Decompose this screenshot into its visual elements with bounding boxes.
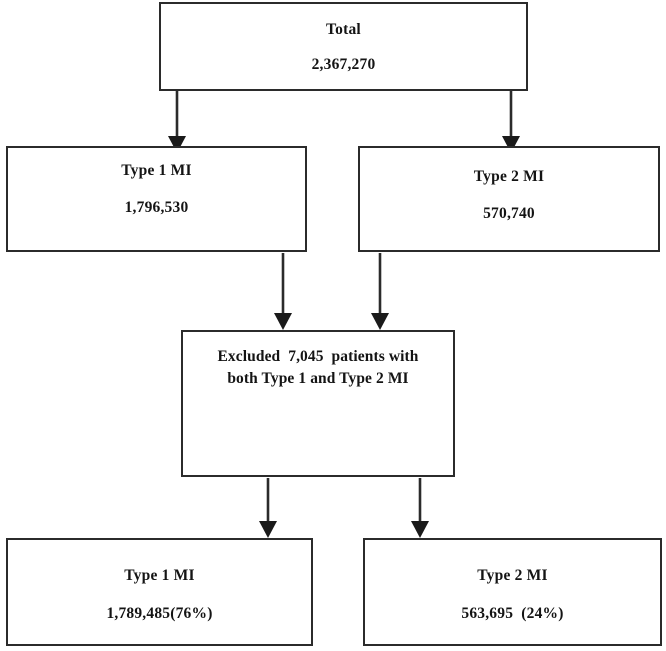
node-excluded-patients-line-2: both Type 1 and Type 2 MI [227, 370, 409, 388]
node-excluded-patients-line-1: Excluded 7,045 patients with [217, 348, 419, 365]
node-type2-mi-final-title: Type 2 MI [477, 567, 548, 584]
node-type1-mi-final: Type 1 MI 1,789,485(76%) [6, 538, 313, 646]
node-type2-mi-initial: Type 2 MI 570,740 [358, 146, 660, 252]
node-total: Total 2,367,270 [159, 2, 528, 91]
node-total-title: Total [326, 21, 361, 38]
node-type1-mi-initial-title: Type 1 MI [121, 162, 192, 179]
node-type1-mi-final-title: Type 1 MI [124, 567, 195, 584]
node-type1-mi-initial-value: 1,796,530 [124, 199, 189, 216]
node-total-value: 2,367,270 [311, 56, 376, 73]
node-excluded-patients: Excluded 7,045 patients with both Type 1… [181, 330, 455, 477]
node-type2-mi-final-value: 563,695 (24%) [461, 605, 564, 622]
node-type2-mi-final: Type 2 MI 563,695 (24%) [363, 538, 662, 646]
node-type2-mi-initial-value: 570,740 [483, 205, 535, 222]
node-type2-mi-initial-title: Type 2 MI [473, 168, 545, 185]
node-type1-mi-initial: Type 1 MI 1,796,530 [6, 146, 307, 252]
node-type1-mi-final-value: 1,789,485(76%) [106, 605, 213, 622]
